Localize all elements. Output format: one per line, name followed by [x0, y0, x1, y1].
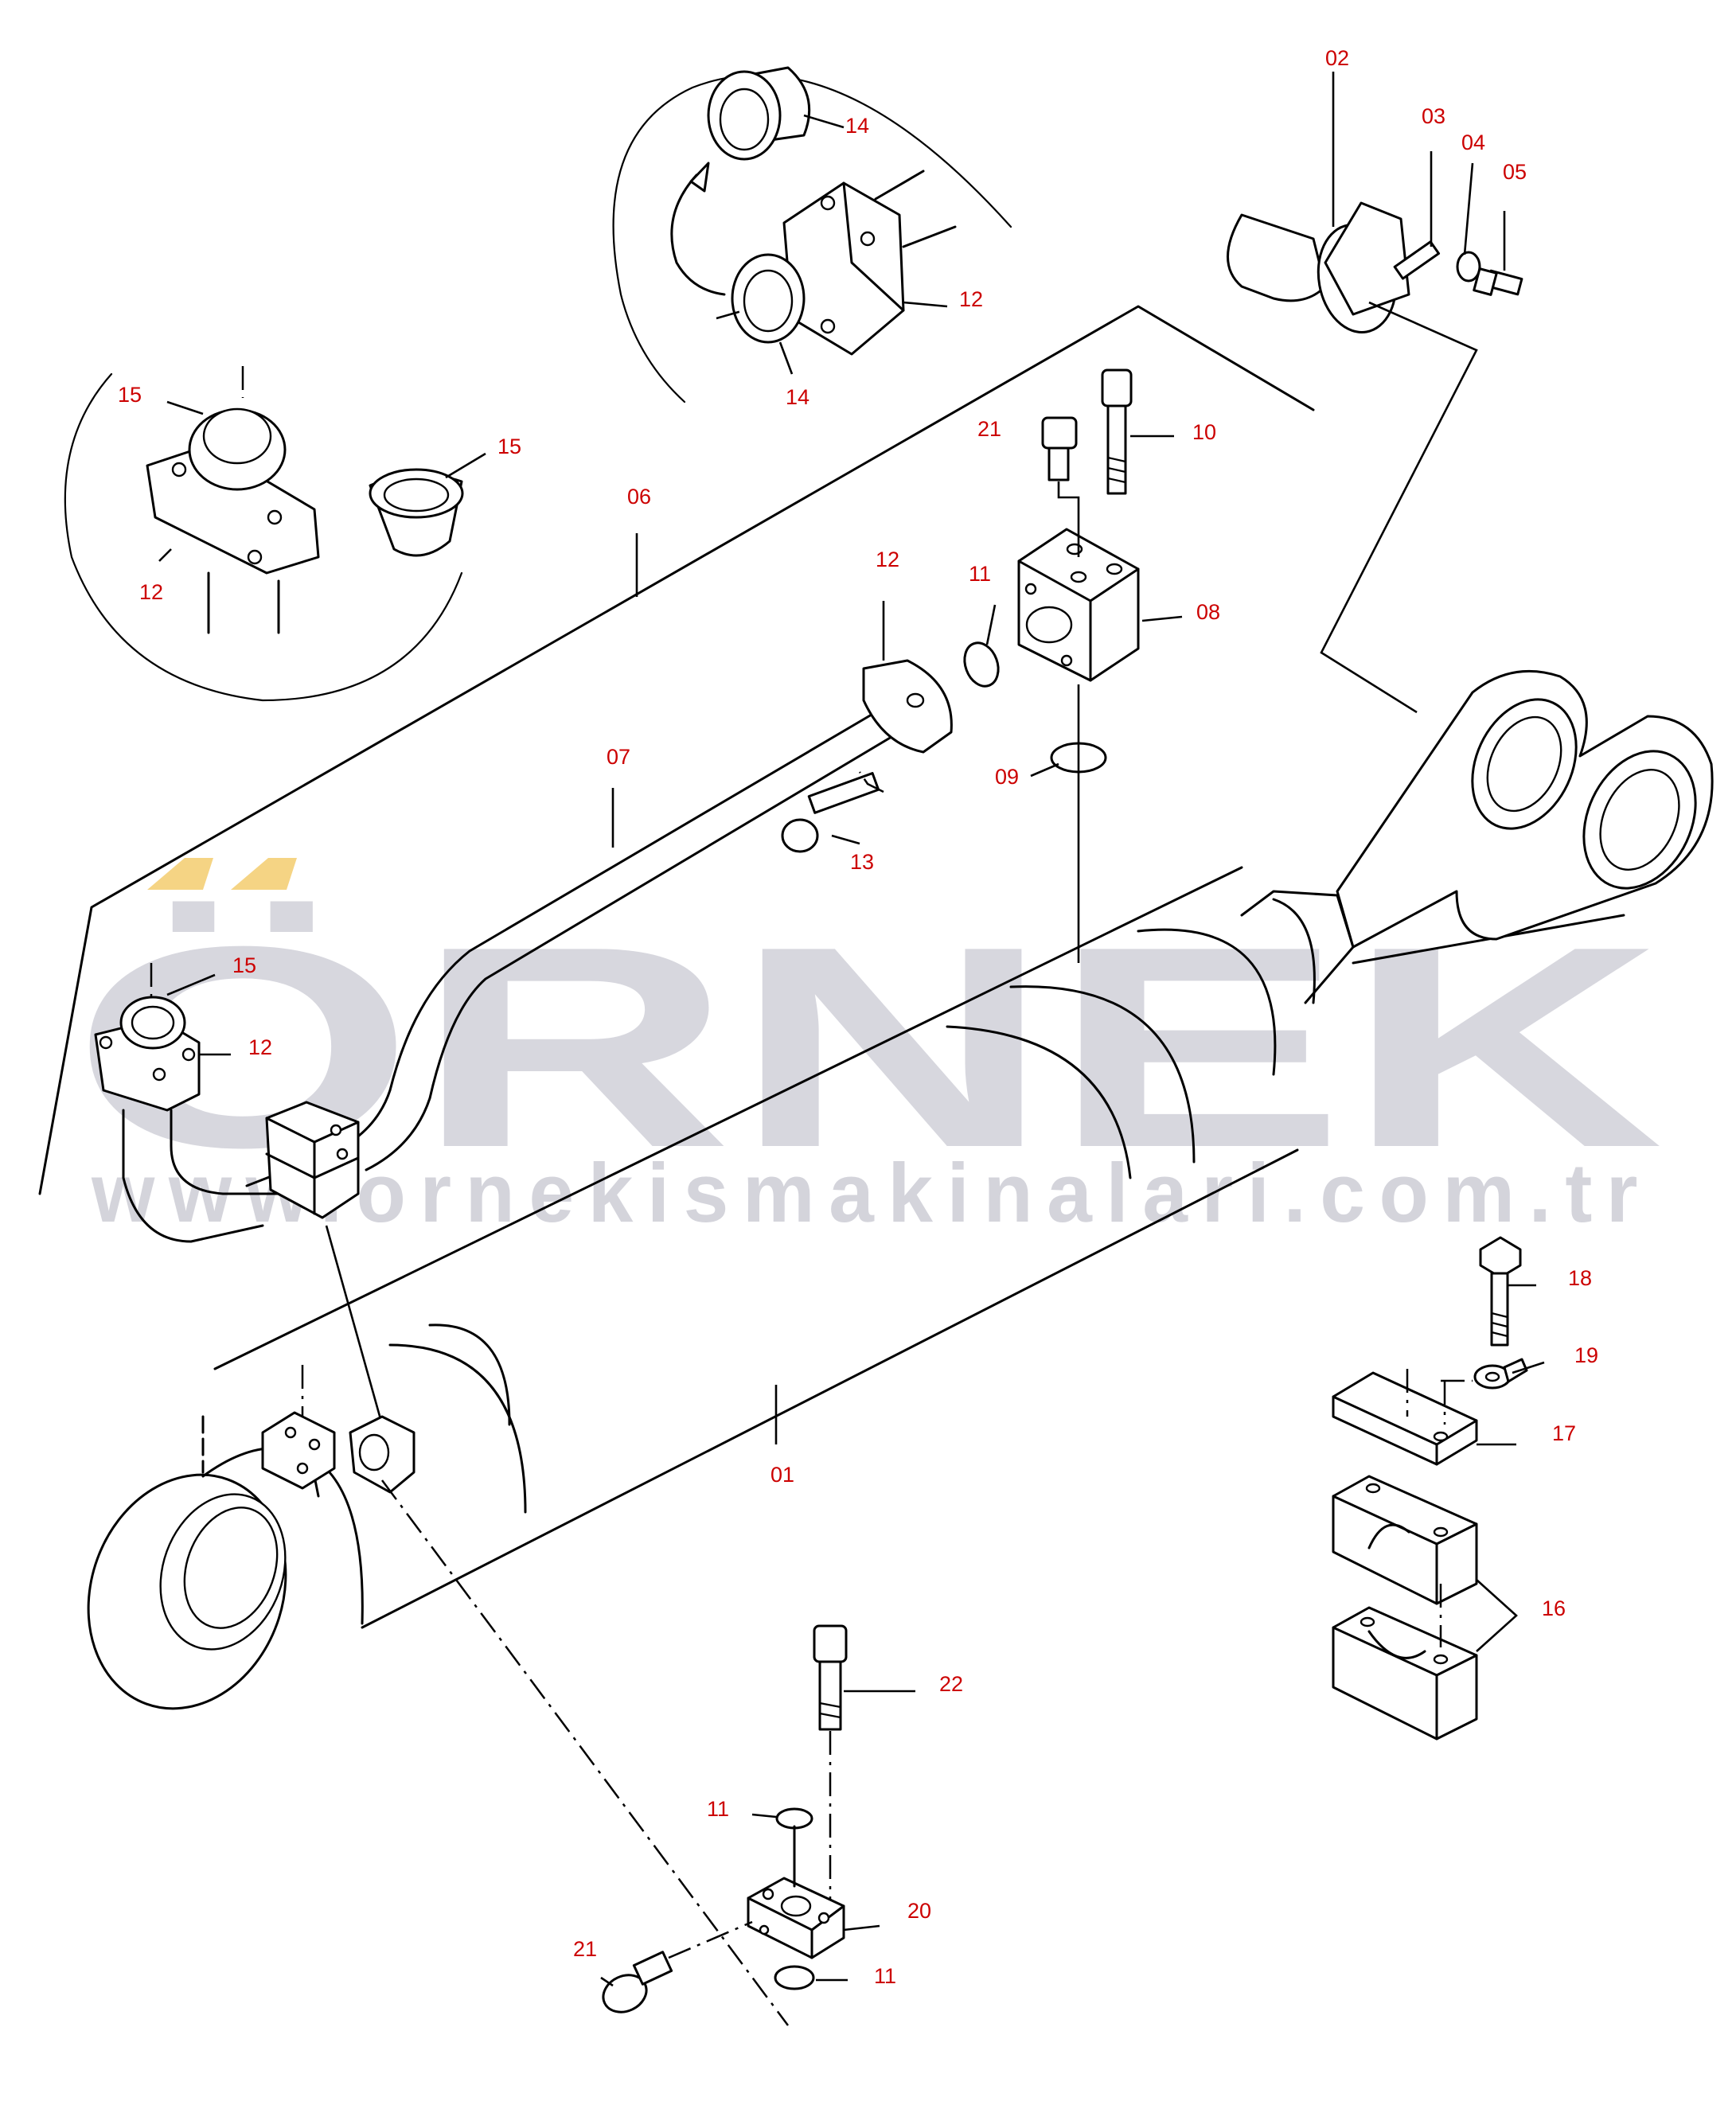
washer-19 — [1473, 1358, 1528, 1390]
callout-12-left: 12 — [248, 1035, 272, 1059]
o-ring-09 — [1050, 742, 1107, 774]
callout-04: 04 — [1461, 131, 1485, 154]
cylinder-rod-end — [1240, 669, 1714, 1004]
callout-15-inset-a: 15 — [118, 383, 142, 407]
callout-08: 08 — [1196, 600, 1220, 624]
flange-12-inset — [146, 366, 320, 634]
flange-12-upper — [716, 170, 957, 356]
callout-15-left: 15 — [232, 953, 256, 977]
o-ring-11-mid — [775, 1807, 813, 1830]
valve-block — [1017, 528, 1140, 963]
callout-16: 16 — [1542, 1596, 1566, 1620]
callout-22: 22 — [939, 1672, 963, 1696]
pipe-clamp-upper — [265, 1101, 384, 1425]
callout-07: 07 — [607, 745, 630, 769]
callout-14-top: 14 — [845, 114, 869, 138]
callout-15-inset-b: 15 — [497, 435, 521, 458]
callout-12-inset: 12 — [139, 580, 163, 604]
callout-leaders — [158, 72, 1545, 1987]
callout-labels: 02 03 04 05 14 12 14 15 15 12 06 21 10 1… — [118, 46, 1598, 1988]
callout-03: 03 — [1422, 104, 1445, 128]
callout-21-bottom: 21 — [573, 1937, 597, 1961]
inset-detail-top — [612, 66, 1012, 403]
bolt-10 — [1101, 368, 1133, 495]
fitting-15-inset — [369, 468, 464, 557]
callout-13: 13 — [850, 850, 874, 874]
inset-detail-left — [64, 366, 464, 702]
callout-11-mid: 11 — [707, 1797, 729, 1821]
callout-11-bottom: 11 — [874, 1964, 896, 1988]
callout-12-top: 12 — [959, 287, 983, 311]
o-ring-11-top — [963, 641, 1000, 688]
callout-10: 10 — [1192, 420, 1216, 444]
flange-20 — [747, 1825, 845, 1959]
pipe-07 — [122, 601, 953, 1243]
callout-12-pipe: 12 — [876, 548, 899, 571]
callout-01: 01 — [770, 1463, 794, 1487]
frame-outline — [38, 305, 1315, 1195]
callout-09: 09 — [995, 765, 1019, 789]
bolt-18 — [1479, 1236, 1522, 1347]
bolt-13 — [781, 771, 884, 853]
clamp-cover-17 — [1332, 1369, 1478, 1466]
o-ring-11-bottom — [774, 1965, 815, 1990]
pin-assembly — [1227, 201, 1523, 714]
cylinder-base-end — [87, 1415, 364, 1710]
callout-11-top: 11 — [969, 562, 991, 586]
watermark-accent — [147, 858, 213, 890]
callout-02: 02 — [1325, 46, 1349, 70]
callout-14-mid: 14 — [786, 385, 809, 409]
callout-20: 20 — [907, 1899, 931, 1923]
callout-17: 17 — [1552, 1421, 1576, 1445]
watermark-accent — [231, 858, 297, 890]
flange-12-left — [94, 963, 201, 1112]
callout-18: 18 — [1568, 1266, 1592, 1290]
fitting-14-upper — [707, 66, 811, 161]
callout-19: 19 — [1574, 1343, 1598, 1367]
cylinder-barrel — [213, 866, 1299, 1629]
sensor-21-top — [1041, 416, 1080, 557]
bolt-22 — [813, 1624, 848, 1906]
clamp-halves-16 — [1332, 1475, 1518, 1741]
sensor-21-bottom — [602, 1920, 753, 2013]
callout-05: 05 — [1503, 160, 1527, 184]
callout-21-top: 21 — [977, 417, 1001, 441]
pipe-clamp-lower — [261, 1365, 790, 2026]
callout-06: 06 — [627, 485, 651, 509]
